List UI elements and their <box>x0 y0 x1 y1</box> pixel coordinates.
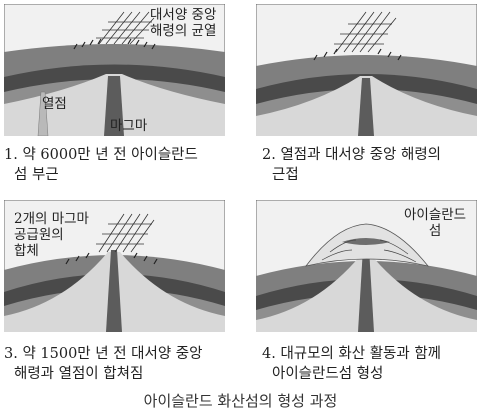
panel-2-caption: 2. 열점과 대서양 중앙 해령의 근접 <box>262 145 441 185</box>
magma-label-text: 마그마 <box>110 118 148 134</box>
ridge-crack-label: 대서양 중앙 해령의 균열 <box>150 7 216 39</box>
panel-1-diagram <box>4 4 225 136</box>
magma-label: 마그마 <box>110 118 147 134</box>
panel-3-caption-line1: 3. 약 1500만 년 전 대서양 중앙 <box>4 346 203 362</box>
figure-title: 아이슬란드 화산섬의 형성 과정 <box>143 392 338 410</box>
panel-1-caption-line1: 1. 약 6000만 년 전 아이슬란드 <box>4 147 198 163</box>
panel-2-caption-line1: 2. 열점과 대서양 중앙 해령의 <box>262 147 442 163</box>
panel-4-diagram <box>256 200 477 332</box>
panel-2-diagram <box>256 4 477 136</box>
hotspot-label: 열점 <box>42 96 67 112</box>
panel-4-caption-line1: 4. 대규모의 화산 활동과 함께 <box>262 346 442 362</box>
ridge-crack-label-text: 대서양 중앙 해령의 균열 <box>150 7 217 39</box>
panel-4-caption-line2: 아이슬란드섬 형성 <box>272 366 384 382</box>
panel-2-caption-line2: 근접 <box>272 167 299 183</box>
island-label: 아이슬란드 섬 <box>404 207 466 239</box>
hotspot-label-text: 열점 <box>42 96 67 112</box>
magma-merge-label-text: 2개의 마그마 공급원의 합체 <box>14 211 89 259</box>
panel-3-diagram <box>4 200 225 332</box>
panel-4-caption: 4. 대규모의 화산 활동과 함께 아이슬란드섬 형성 <box>262 344 441 384</box>
magma-merge-label: 2개의 마그마 공급원의 합체 <box>14 211 89 259</box>
island-label-text: 아이슬란드 섬 <box>404 207 467 239</box>
panel-1-caption-line2: 섬 부근 <box>14 167 59 183</box>
panel-1-caption: 1. 약 6000만 년 전 아이슬란드 섬 부근 <box>4 145 198 185</box>
panel-3-caption-line2: 해령과 열점이 합쳐짐 <box>14 366 144 382</box>
panel-3-caption: 3. 약 1500만 년 전 대서양 중앙 해령과 열점이 합쳐짐 <box>4 344 202 384</box>
